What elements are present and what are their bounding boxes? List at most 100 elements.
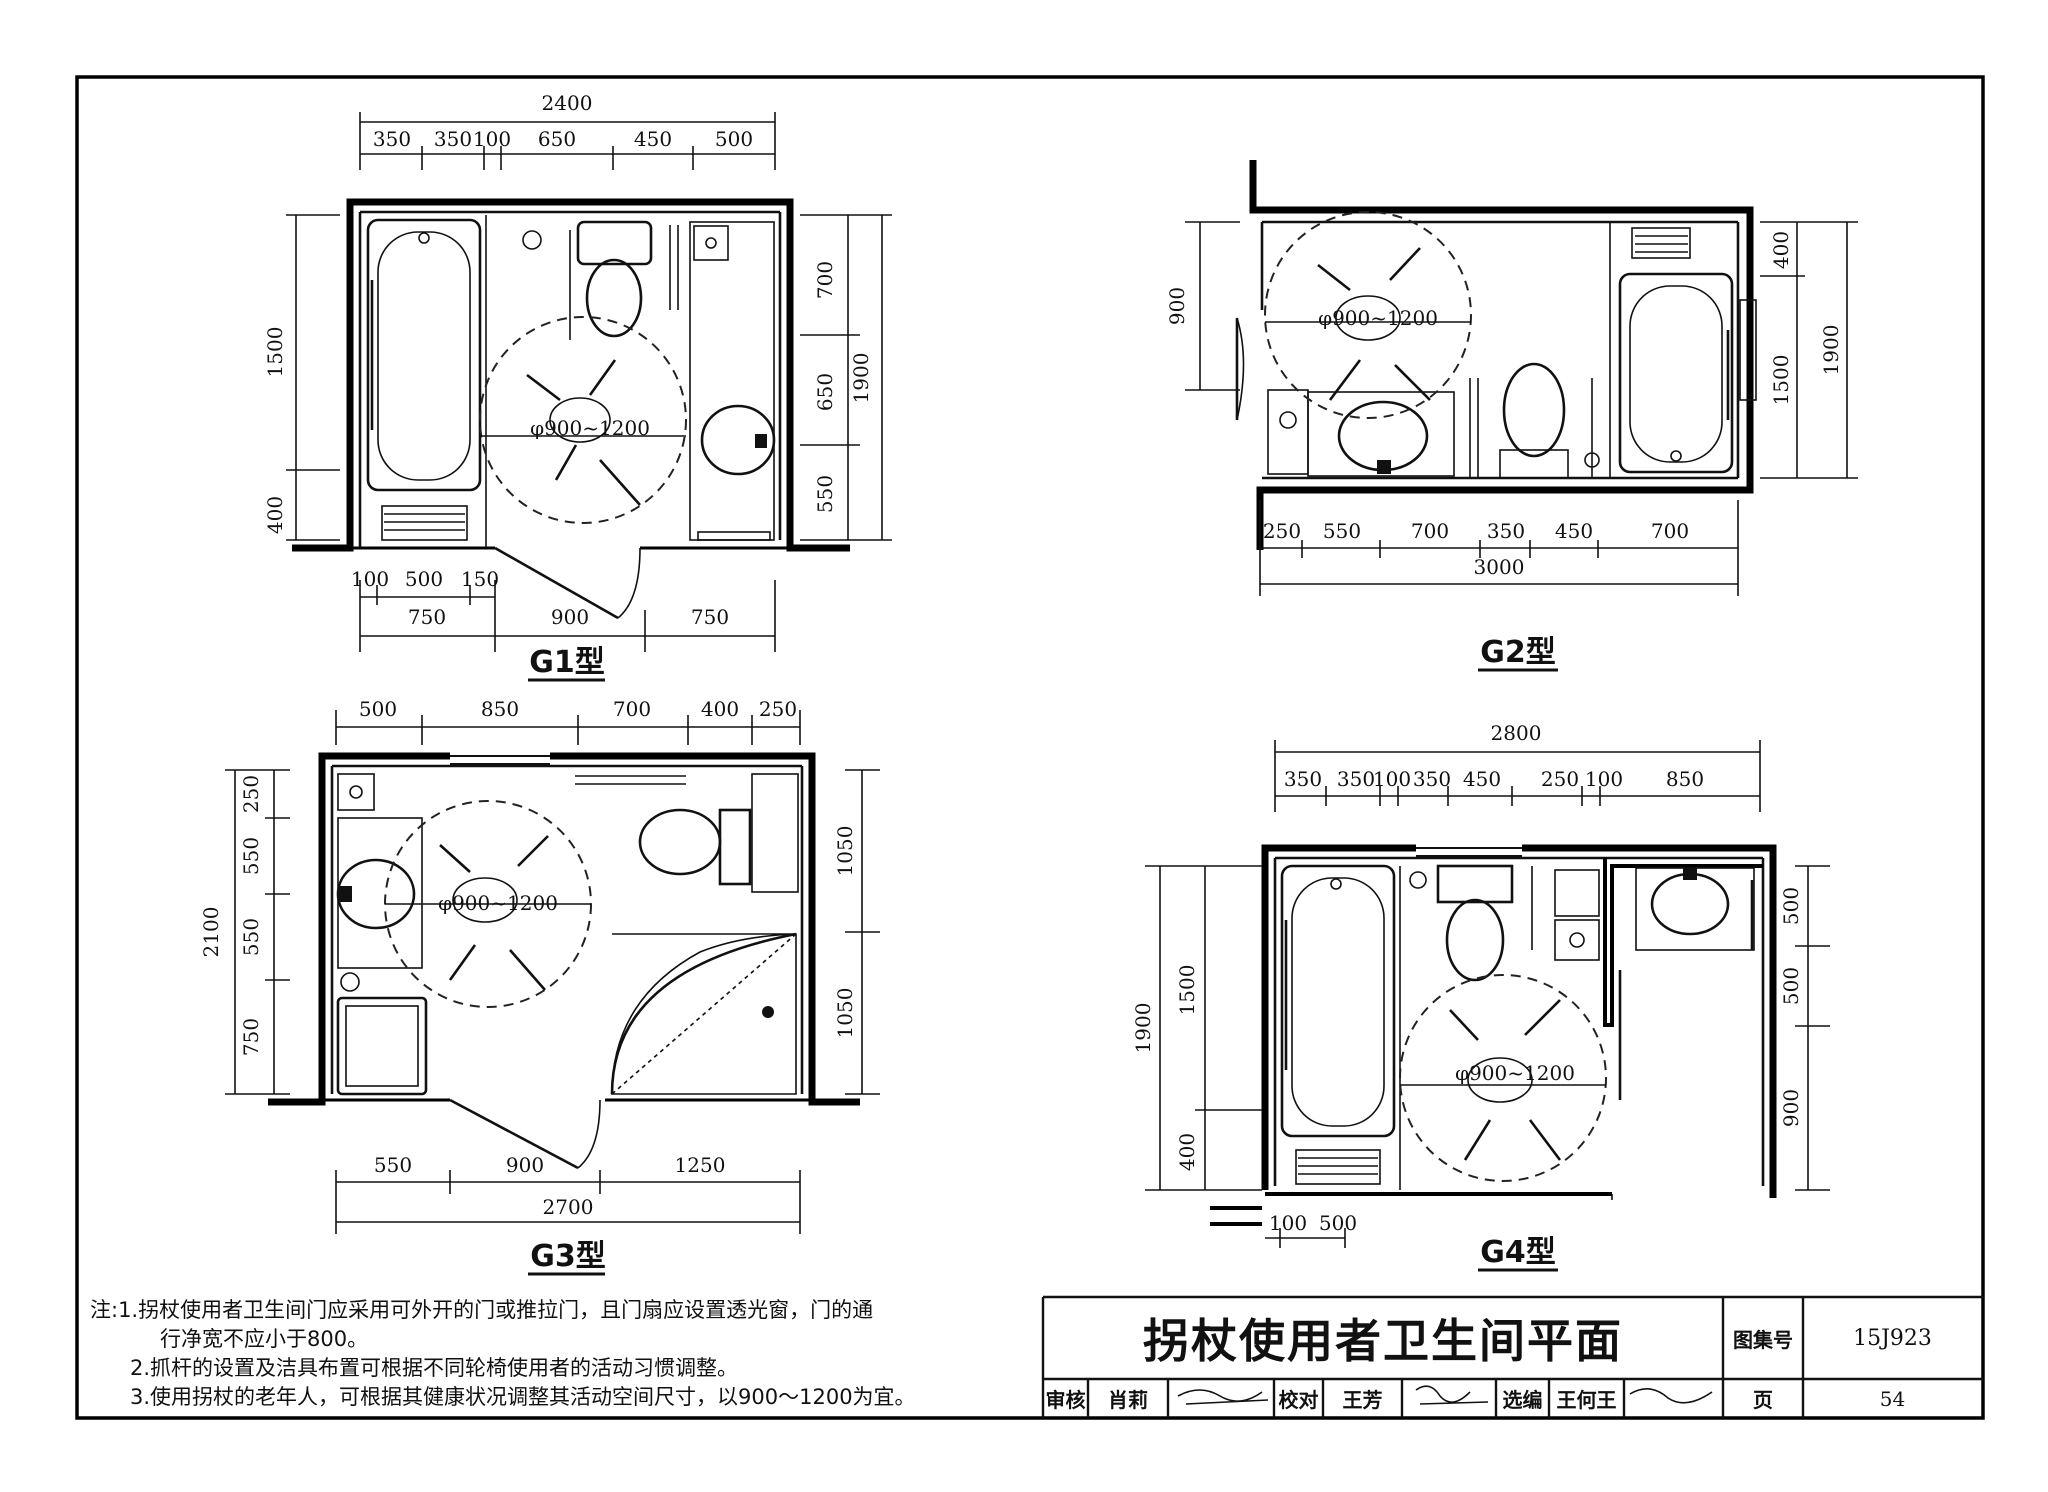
g3-label: G3型: [530, 1239, 606, 1274]
g2-vanity: [1307, 391, 1455, 477]
g4-dim-top-4: 350: [1413, 767, 1451, 791]
g4-dim-top-5: 450: [1463, 767, 1501, 791]
page-label: 页: [1753, 1388, 1773, 1412]
g4-dim-lines: [1145, 740, 1830, 1248]
editor-name: 王何王: [1556, 1388, 1617, 1412]
g2-dim-bottom-2: 550: [1323, 519, 1361, 543]
g2-dim-lines: [1185, 221, 1858, 596]
g1-dim-top-1: 350: [373, 127, 411, 151]
g3-dim-right-2: 1050: [833, 988, 857, 1039]
g2-bath-seat: [1631, 227, 1691, 259]
sheet-border: [75, 75, 1985, 1420]
plan-g4: 2800 350 350 100 350 450 250 100 850 150…: [1131, 721, 1830, 1272]
g1-dim-top-3: 100: [473, 127, 511, 151]
g3-dim-lines: [225, 710, 880, 1234]
g3-dim-top-5: 250: [759, 697, 797, 721]
g4-dim-bottom-1: 100: [1269, 1211, 1307, 1235]
g2-circle-label: φ900~1200: [1318, 306, 1438, 330]
g3-dim-bottom-2: 900: [506, 1153, 544, 1177]
review-label: 审核: [1045, 1388, 1086, 1412]
plan-g1: 2400 350 350 100 650 450 500 1500 400 70…: [263, 91, 892, 682]
note-1: 注:1.拐杖使用者卫生间门应采用可外开的门或推拉门，且门扇应设置透光窗，门的通: [90, 1298, 874, 1322]
g2-dim-bottom-6: 700: [1651, 519, 1689, 543]
g3-walls: [268, 752, 860, 1106]
g4-dim-right-2: 500: [1779, 967, 1803, 1005]
g1-dim-top-2: 350: [434, 127, 472, 151]
g4-washbasin: [1650, 872, 1730, 936]
note-1-cont: 行净宽不应小于800。: [160, 1327, 369, 1351]
g1-dim-left-1: 1500: [263, 327, 287, 378]
g1-dim-lines: [286, 112, 892, 652]
plan-g3: 500 850 700 400 250 250 550 550 750 2100…: [199, 697, 880, 1276]
atlas-number: 15J923: [1853, 1325, 1932, 1351]
g2-dim-right-total: 1900: [1819, 325, 1843, 376]
g1-circle-label: φ900~1200: [530, 416, 650, 440]
checker-signature: [1415, 1385, 1489, 1405]
g3-dim-left-2: 550: [239, 837, 263, 875]
g2-dim-bottom-3: 700: [1411, 519, 1449, 543]
g4-dim-right-1: 500: [1779, 887, 1803, 925]
g4-bathtub: [1280, 864, 1396, 1138]
g1-bath-seat: [381, 505, 468, 541]
g3-dim-bottom-total: 2700: [543, 1195, 594, 1219]
g4-dim-left-total: 1900: [1131, 1003, 1155, 1054]
g3-dim-right-1: 1050: [833, 826, 857, 877]
g3-dim-bottom-1: 550: [374, 1153, 412, 1177]
g3-dim-left-total: 2100: [199, 907, 223, 958]
g1-dim-top-5: 450: [634, 127, 672, 151]
g4-dim-top-3: 100: [1373, 767, 1411, 791]
g4-dim-left-2: 400: [1175, 1133, 1199, 1171]
g1-dim-bottom-2: 500: [405, 567, 443, 591]
g2-dim-bottom-4: 350: [1487, 519, 1525, 543]
g4-circle-label: φ900~1200: [1455, 1061, 1575, 1085]
g4-turning-circle: [1399, 974, 1607, 1182]
g1-bathtub: [366, 218, 482, 492]
g2-cabinet: [1267, 389, 1309, 475]
g4-dim-total-width: 2800: [1491, 721, 1542, 745]
drawing-title: 拐杖使用者卫生间平面: [1143, 1314, 1623, 1368]
g2-dim-left-1: 900: [1165, 287, 1189, 325]
g1-turning-circle: [479, 316, 687, 524]
g1-vanity: [689, 221, 775, 541]
g2-dim-bottom-1: 250: [1263, 519, 1301, 543]
g4-walls: [1261, 844, 1777, 1198]
g1-dim-bottom-3: 150: [461, 567, 499, 591]
g2-toilet: [1502, 362, 1566, 458]
g3-dim-bottom-3: 1250: [675, 1153, 726, 1177]
g2-dim-right-1: 400: [1769, 231, 1793, 269]
notes: 注:1.拐杖使用者卫生间门应采用可外开的门或推拉门，且门扇应设置透光窗，门的通 …: [90, 1296, 1030, 1412]
g3-dim-left-4: 750: [239, 1018, 263, 1056]
g4-dim-bottom-2: 500: [1319, 1211, 1357, 1235]
g4-label: G4型: [1480, 1235, 1556, 1270]
g3-dim-top-2: 850: [481, 697, 519, 721]
g1-dim-bottom-4: 750: [408, 605, 446, 629]
title-block: 拐杖使用者卫生间平面 图集号 15J923 审核 肖莉 校对 王芳 选编 王何王…: [1043, 1297, 1982, 1418]
note-3: 3.使用拐杖的老年人，可根据其健康状况调整其活动空间尺寸，以900～1200为宜…: [130, 1385, 916, 1409]
g2-dim-bottom-total: 3000: [1474, 555, 1525, 579]
g2-dim-right-2: 1500: [1769, 355, 1793, 406]
g3-dim-left-1: 250: [239, 775, 263, 813]
g2-walls: [1249, 160, 1754, 550]
g2-washbasin: [1337, 400, 1429, 472]
editor-label: 选编: [1502, 1388, 1543, 1412]
g1-dim-total-width: 2400: [542, 91, 593, 115]
g3-dim-left-3: 550: [239, 918, 263, 956]
g3-dim-top-1: 500: [359, 697, 397, 721]
reviewer-name: 肖莉: [1108, 1388, 1148, 1412]
g4-bath-seat: [1295, 1149, 1381, 1185]
g1-door: [494, 546, 619, 620]
g2-bathtub: [1618, 272, 1734, 474]
g1-dim-left-2: 400: [263, 496, 287, 534]
g4-dim-right-3: 900: [1779, 1089, 1803, 1127]
g2-turning-circle: [1264, 211, 1472, 419]
g2-dim-bottom-5: 450: [1555, 519, 1593, 543]
check-label: 校对: [1278, 1388, 1319, 1412]
g4-dim-top-6: 250: [1541, 767, 1579, 791]
page-number: 54: [1879, 1386, 1906, 1411]
g3-dim-top-4: 400: [701, 697, 739, 721]
editor-signature: [1629, 1388, 1713, 1404]
g1-label: G1型: [529, 645, 605, 680]
g4-dim-top-1: 350: [1284, 767, 1322, 791]
